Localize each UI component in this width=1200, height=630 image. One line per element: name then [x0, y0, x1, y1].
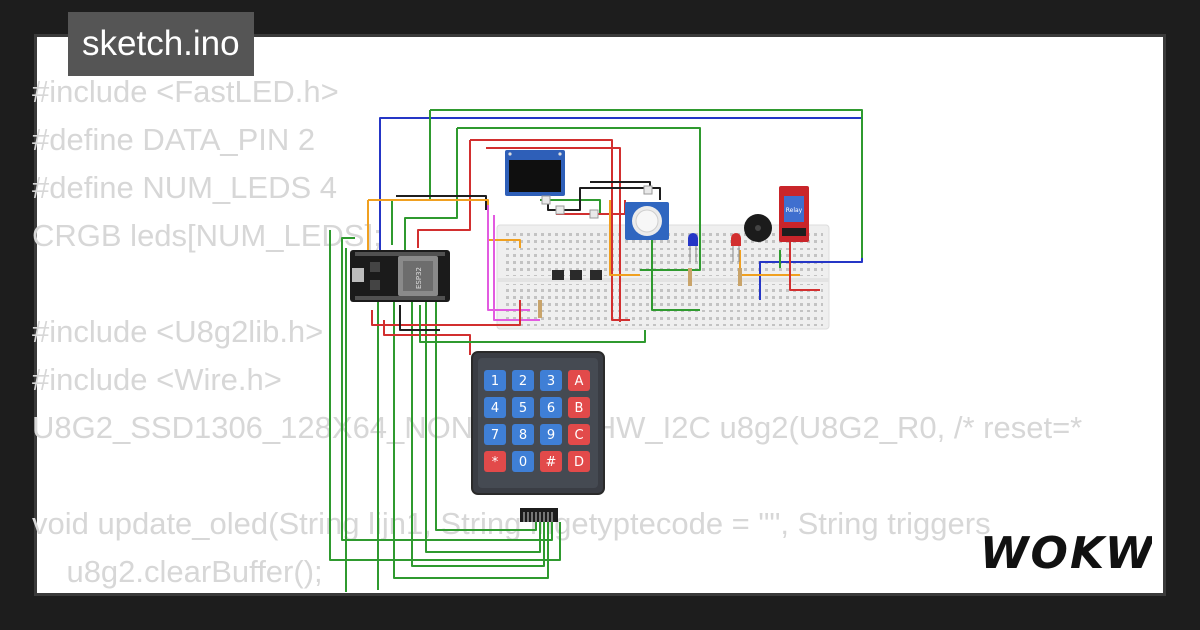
wire: [391, 110, 431, 245]
wire: [396, 195, 487, 210]
wokwi-logo: WOKWI: [980, 528, 1152, 579]
wire: [430, 109, 863, 258]
file-tab[interactable]: sketch.ino: [68, 12, 254, 76]
keypad-key-label: *: [492, 455, 499, 470]
keypad-key-label: 3: [547, 374, 555, 389]
code-line: #define DATA_PIN 2: [32, 122, 316, 157]
keypad-key-label: 8: [519, 428, 527, 443]
wire: [329, 230, 561, 561]
wire: [493, 215, 540, 321]
keypad-key-label: 9: [547, 428, 555, 443]
wire: [341, 237, 553, 541]
keypad-key: [484, 451, 506, 472]
wire: [609, 200, 640, 276]
relay-module: Relay: [779, 186, 809, 242]
wire: [425, 300, 541, 553]
wire: [651, 240, 700, 311]
keypad-key-label: D: [574, 455, 584, 470]
keypad-key: [484, 370, 506, 391]
relay-label: Relay: [786, 207, 803, 214]
code-line: #include <FastLED.h>: [32, 74, 339, 109]
wire: [435, 300, 537, 531]
keypad-key: [568, 451, 590, 472]
wire: [371, 300, 521, 326]
esp32-label: ESP32: [415, 267, 423, 289]
buzzer: [744, 214, 772, 242]
keypad-key: [512, 424, 534, 445]
resistors: [538, 268, 742, 318]
wire: [486, 147, 621, 322]
wire: [457, 127, 701, 271]
wire: [417, 140, 471, 248]
wire: [547, 187, 661, 211]
keypad-key: [484, 397, 506, 418]
keypad-key: [540, 397, 562, 418]
wire: [399, 305, 440, 331]
keypad-key: [512, 397, 534, 418]
wire: [411, 300, 545, 567]
wire: [487, 205, 530, 311]
code-line: #define NUM_LEDS 4: [32, 170, 337, 205]
code-line: CRGB leds[NUM_LEDS];: [32, 218, 382, 253]
keypad-key: [568, 370, 590, 391]
push-buttons: [552, 270, 602, 280]
keypad-key-label: 4: [491, 401, 499, 416]
code-line: u8g2.clearBuffer();: [32, 554, 323, 589]
wire: [419, 305, 646, 343]
breadboard: [496, 224, 830, 330]
wire: [404, 128, 458, 250]
keypad-key-label: 1: [491, 374, 499, 389]
keypad-key: [484, 424, 506, 445]
led-red: [731, 233, 741, 262]
keypad-key: [568, 424, 590, 445]
wire: [368, 199, 521, 248]
keypad-key-label: 6: [547, 401, 555, 416]
keypad-key-label: C: [574, 428, 583, 443]
pir-sensor: [625, 202, 669, 240]
wire: [393, 300, 549, 579]
code-line: #include <Wire.h>: [32, 362, 282, 397]
keypad-key: [512, 451, 534, 472]
keypad-key-label: B: [575, 401, 584, 416]
esp32-board: ESP32: [350, 250, 450, 302]
keypad-key-label: A: [575, 374, 584, 389]
wire: [789, 240, 820, 291]
code-preview: #include <FastLED.h> #define DATA_PIN 2 #d…: [32, 68, 1082, 596]
keypad-key: [540, 424, 562, 445]
wire: [540, 199, 601, 215]
keypad-key: [568, 397, 590, 418]
code-line: #include <U8g2lib.h>: [32, 314, 324, 349]
wokwi-logo-text: WOKWI: [980, 528, 1152, 579]
keypad: 1 2 3 A 4 5 6 B 7 8 9 C * 0 # D: [471, 351, 605, 522]
keypad-key: [540, 451, 562, 472]
keypad-key: [512, 370, 534, 391]
keypad-key-label: 0: [519, 455, 527, 470]
neopixel-leds: [541, 185, 653, 219]
code-line: void update_oled(String lijn1, String in…: [32, 506, 991, 541]
keypad-key-label: #: [546, 455, 557, 470]
oled-display: [505, 150, 565, 196]
wire: [383, 320, 471, 355]
keypad-key-label: 5: [519, 401, 527, 416]
led-blue: [688, 233, 698, 262]
keypad-key-label: 2: [519, 374, 527, 389]
keypad-key: [540, 370, 562, 391]
keypad-key-label: 7: [491, 428, 499, 443]
